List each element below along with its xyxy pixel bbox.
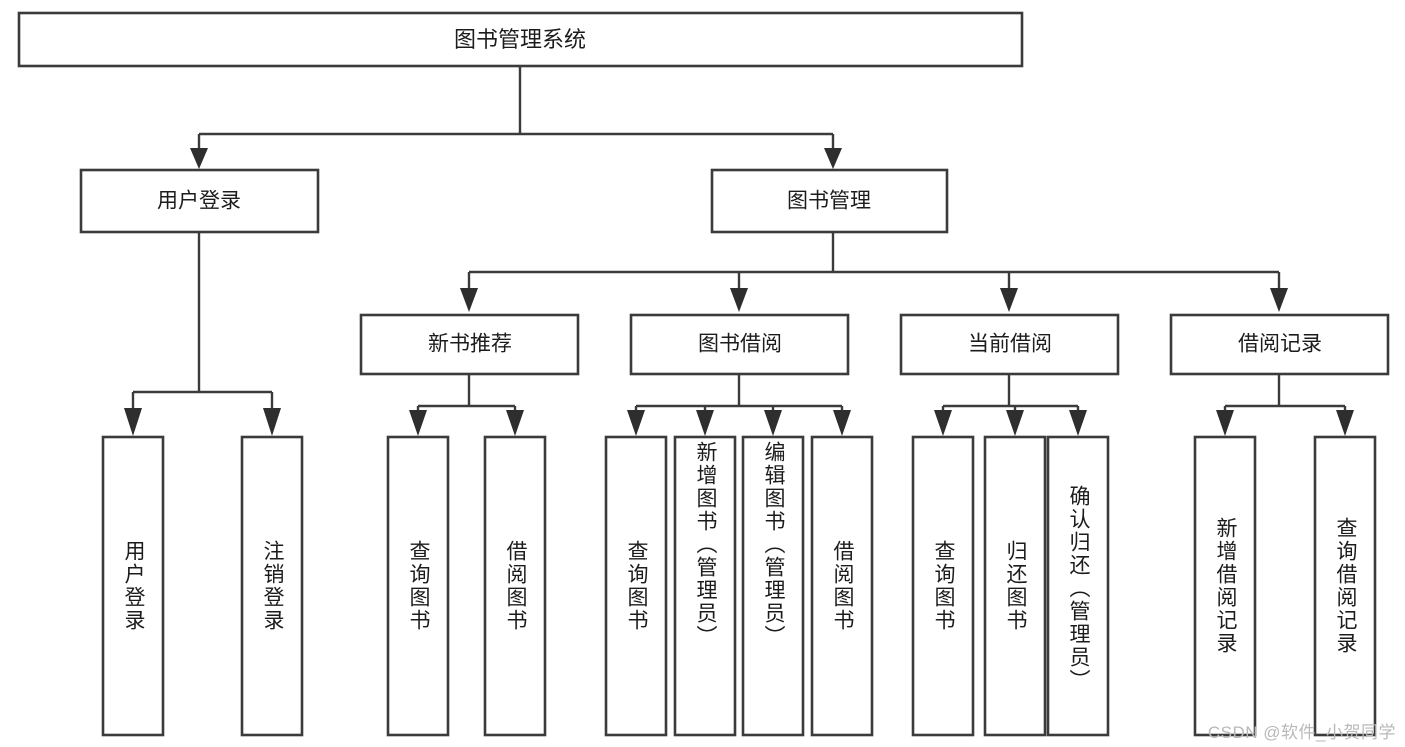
node-user-login-box[interactable] bbox=[79, 168, 320, 234]
leaf-box-bb-add-book[interactable] bbox=[673, 435, 737, 737]
arrowhead-current-borrow bbox=[1000, 288, 1018, 312]
node-root-box[interactable] bbox=[17, 11, 1024, 68]
leaf-box-bb-edit-book[interactable] bbox=[741, 435, 805, 737]
arrowhead-bb-edit bbox=[764, 410, 782, 436]
leaf-box-br-query-record[interactable] bbox=[1313, 435, 1377, 737]
arrowhead-br-query bbox=[1336, 410, 1354, 436]
node-user-login[interactable]: 用户登录 bbox=[79, 168, 320, 234]
node-root-label: 图书管理系统 bbox=[454, 27, 586, 52]
leaf-box-cb-query-book[interactable] bbox=[911, 435, 975, 737]
leaf-box-nb-borrow-book[interactable] bbox=[483, 435, 547, 737]
arrowhead-cb-query bbox=[934, 410, 952, 436]
leaf-boxes-layer bbox=[101, 435, 1377, 737]
arrowhead-br-add bbox=[1216, 410, 1234, 436]
leaf-box-logout[interactable] bbox=[240, 435, 304, 737]
arrowhead-leaf-user-login bbox=[124, 408, 142, 436]
leaf-box-bb-borrow-book[interactable] bbox=[810, 435, 874, 737]
arrowhead-user-login bbox=[190, 148, 208, 169]
node-book-borrow-label: 图书借阅 bbox=[698, 333, 782, 356]
node-new-book-recommend-box[interactable] bbox=[359, 313, 580, 376]
node-root[interactable]: 图书管理系统 bbox=[17, 11, 1024, 68]
arrowhead-cb-return bbox=[1006, 410, 1024, 436]
arrowhead-book-borrow bbox=[730, 288, 748, 312]
leaf-box-nb-query-book[interactable] bbox=[386, 435, 450, 737]
node-borrow-record-label: 借阅记录 bbox=[1238, 333, 1322, 356]
node-user-login-label: 用户登录 bbox=[157, 190, 241, 213]
node-book-borrow[interactable]: 图书借阅 bbox=[629, 313, 850, 376]
arrowhead-nb-query bbox=[409, 410, 427, 436]
arrowhead-new-book bbox=[460, 288, 478, 312]
leaf-box-user-login[interactable] bbox=[101, 435, 165, 737]
node-new-book-recommend[interactable]: 新书推荐 bbox=[359, 313, 580, 376]
arrowhead-borrow-record bbox=[1270, 288, 1288, 312]
node-book-management-label: 图书管理 bbox=[787, 190, 871, 213]
leaf-box-cb-confirm-return[interactable] bbox=[1046, 435, 1110, 737]
node-book-management[interactable]: 图书管理 bbox=[710, 168, 949, 234]
node-borrow-record[interactable]: 借阅记录 bbox=[1169, 313, 1390, 376]
leaf-box-bb-query-book[interactable] bbox=[604, 435, 668, 737]
arrowhead-bb-borrow bbox=[833, 410, 851, 436]
node-current-borrow[interactable]: 当前借阅 bbox=[899, 313, 1120, 376]
arrowhead-cb-confirm bbox=[1069, 410, 1087, 436]
node-book-management-box[interactable] bbox=[710, 168, 949, 234]
leaf-box-cb-return-book[interactable] bbox=[983, 435, 1047, 737]
node-current-borrow-box[interactable] bbox=[899, 313, 1120, 376]
arrowhead-leaf-logout bbox=[263, 408, 281, 436]
arrowhead-bb-query bbox=[627, 410, 645, 436]
node-borrow-record-box[interactable] bbox=[1169, 313, 1390, 376]
csdn-watermark: CSDN @软件_小贺同学 bbox=[1207, 723, 1396, 742]
arrowhead-bb-add bbox=[696, 410, 714, 436]
edges-layer bbox=[124, 66, 1354, 436]
arrowhead-nb-borrow bbox=[506, 410, 524, 436]
node-book-borrow-box[interactable] bbox=[629, 313, 850, 376]
node-current-borrow-label: 当前借阅 bbox=[968, 333, 1052, 356]
node-new-book-recommend-label: 新书推荐 bbox=[428, 333, 512, 356]
leaf-box-br-add-record[interactable] bbox=[1193, 435, 1257, 737]
arrowhead-book-mgmt bbox=[824, 148, 842, 169]
